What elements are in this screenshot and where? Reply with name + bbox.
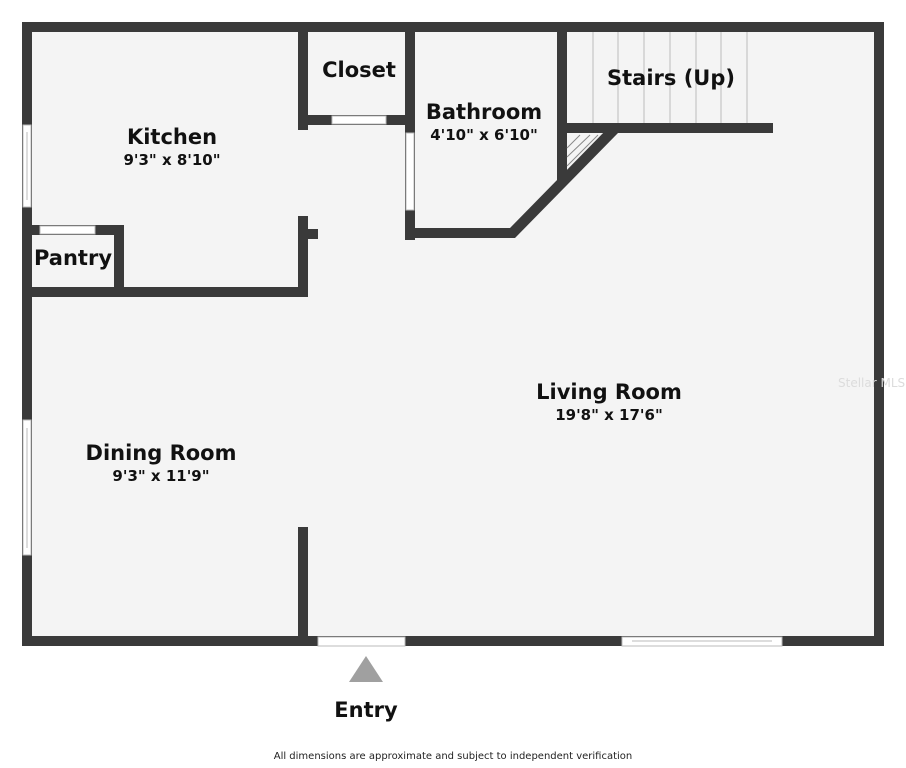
room-name: Closet <box>322 58 396 82</box>
entry-arrow-icon <box>349 656 383 682</box>
room-name: Living Room <box>536 380 682 404</box>
room-dimensions: 9'3" x 8'10" <box>123 151 221 169</box>
room-name: Kitchen <box>126 125 218 149</box>
room-bathroom: Bathroom 4'10" x 6'10" <box>426 100 542 144</box>
walls <box>22 22 884 646</box>
disclaimer: All dimensions are approximate and subje… <box>273 751 633 762</box>
room-dimensions: 19'8" x 17'6" <box>555 406 663 424</box>
room-name: Bathroom <box>425 100 543 124</box>
entry-door <box>317 636 406 647</box>
room-name: Dining Room <box>85 441 237 465</box>
room-closet: Closet <box>322 58 396 82</box>
room-dimensions: 4'10" x 6'10" <box>430 126 538 144</box>
room-pantry: Pantry <box>34 246 112 270</box>
closet-door <box>331 115 387 125</box>
stair-treads <box>592 32 748 123</box>
openings <box>22 115 783 647</box>
pantry-door <box>39 225 96 235</box>
room-dimensions: 9'3" x 11'9" <box>112 467 210 485</box>
room-stairs: Stairs (Up) <box>607 66 735 90</box>
room-kitchen: Kitchen 9'3" x 8'10" <box>123 125 220 169</box>
entry-label: Entry <box>334 698 398 722</box>
room-dining-room: Dining Room 9'3" x 11'9" <box>86 441 237 485</box>
watermark: Stellar MLS <box>838 376 906 390</box>
room-living-room: Living Room 19'8" x 17'6" <box>536 380 682 424</box>
hatch <box>566 134 599 167</box>
bathroom-door <box>405 132 415 211</box>
room-name: Stairs (Up) <box>607 66 735 90</box>
room-name: Pantry <box>33 246 113 270</box>
